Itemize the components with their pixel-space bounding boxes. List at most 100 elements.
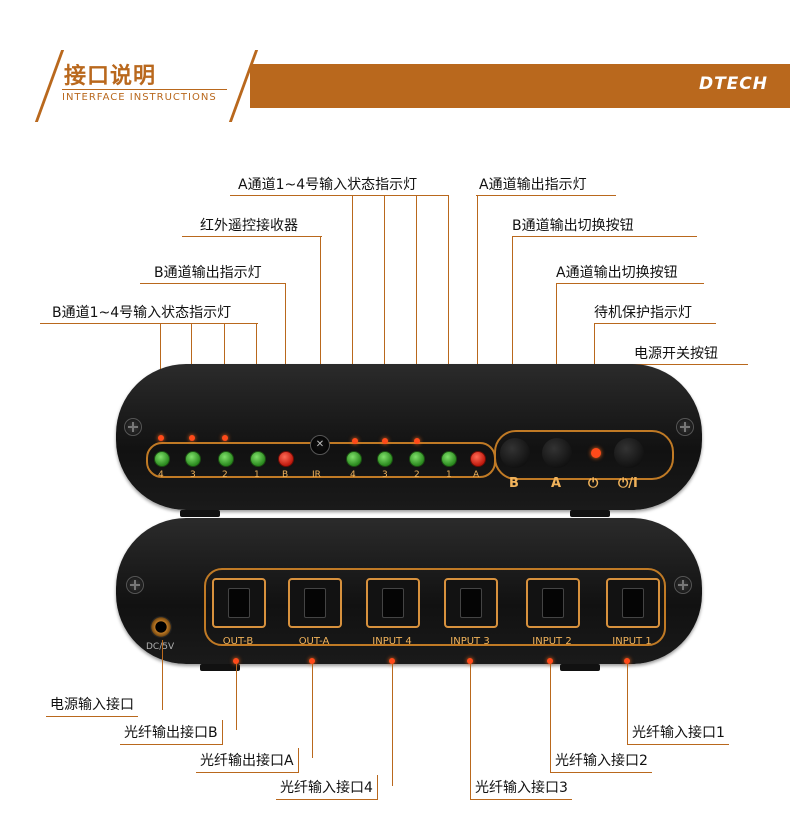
rear-panel: DC/5V OUT-B OUT-A INPUT 4 INPUT 3 INPUT …	[116, 518, 702, 664]
led-a-output	[470, 451, 486, 467]
rear-foot-left	[200, 664, 240, 671]
led-a-input-3	[377, 451, 393, 467]
callout-dot	[467, 658, 473, 664]
leader-a-switch-v	[556, 283, 557, 436]
power-button[interactable]	[614, 438, 644, 468]
label-a-output-led: A通道输出指示灯	[479, 177, 587, 193]
leader-a-led1	[448, 195, 449, 440]
port-label: OUT-B	[222, 636, 254, 647]
label-out-a: 光纤输出接口A	[196, 748, 299, 773]
led-b-input-4	[154, 451, 170, 467]
b-button-label: B	[509, 476, 519, 491]
led-label: 3	[382, 470, 388, 480]
leader-a-led4	[352, 195, 353, 440]
front-foot-left	[180, 510, 220, 517]
front-foot-right	[570, 510, 610, 517]
led-label: 4	[350, 470, 356, 480]
screw-icon	[126, 576, 144, 594]
leader-a-input-leds	[230, 195, 448, 196]
leader-a-output	[476, 195, 616, 196]
led-label: IR	[312, 470, 321, 480]
label-input3: 光纤输入接口3	[470, 775, 572, 800]
ir-receiver-icon: ✕	[310, 435, 330, 455]
label-power-button: 电源开关按钮	[634, 346, 718, 362]
leader-b-switch	[512, 236, 697, 237]
a-switch-button[interactable]	[542, 438, 572, 468]
led-label: 2	[414, 470, 420, 480]
status-dot	[158, 435, 164, 441]
led-label: 3	[190, 470, 196, 480]
led-label: 1	[254, 470, 260, 480]
brand-logo: DTECH	[698, 74, 768, 94]
leader-input2	[550, 664, 551, 758]
led-a-input-2	[409, 451, 425, 467]
page-subtitle: INTERFACE INSTRUCTIONS	[62, 89, 227, 103]
led-b-output	[278, 451, 294, 467]
port-out-b[interactable]	[212, 578, 266, 628]
status-dot	[222, 435, 228, 441]
leader-ir	[182, 236, 322, 237]
label-input4: 光纤输入接口4	[276, 775, 378, 800]
led-label: B	[282, 470, 289, 480]
dc-input-jack[interactable]	[150, 616, 172, 638]
label-out-b: 光纤输出接口B	[120, 720, 223, 745]
port-strip	[204, 568, 666, 646]
screw-icon	[676, 418, 694, 436]
rear-foot-right	[560, 664, 600, 671]
callout-dot	[309, 658, 315, 664]
led-b-input-2	[218, 451, 234, 467]
port-input-4[interactable]	[366, 578, 420, 628]
led-a-input-4	[346, 451, 362, 467]
leader-input3	[470, 664, 471, 794]
screw-icon	[124, 418, 142, 436]
leader-b-input-leds	[40, 323, 258, 324]
dc-label: DC/5V	[146, 642, 175, 652]
port-out-a[interactable]	[288, 578, 342, 628]
button-strip	[494, 430, 674, 480]
leader-input1	[627, 664, 628, 730]
label-b-switch-button: B通道输出切换按钮	[512, 218, 634, 234]
leader-input4	[392, 664, 393, 786]
power-icon: ⏻/I	[618, 476, 638, 491]
port-label: INPUT 3	[450, 636, 490, 647]
led-a-input-1	[441, 451, 457, 467]
status-dot	[382, 438, 388, 444]
led-label: A	[473, 470, 480, 480]
leader-power-input	[162, 640, 163, 710]
a-button-label: A	[551, 476, 562, 491]
leader-a-led3	[384, 195, 385, 440]
label-a-input-leds: A通道1~4号输入状态指示灯	[238, 177, 418, 193]
leader-a-switch	[556, 283, 704, 284]
leader-a-output-v	[477, 195, 478, 440]
leader-out-a	[312, 664, 313, 758]
callout-dot	[547, 658, 553, 664]
port-input-1[interactable]	[606, 578, 660, 628]
leader-b-switch-v	[512, 236, 513, 436]
led-b-input-3	[185, 451, 201, 467]
port-input-3[interactable]	[444, 578, 498, 628]
leader-standby	[594, 323, 716, 324]
leader-ir-v	[320, 236, 321, 436]
label-b-output-led: B通道输出指示灯	[154, 265, 262, 281]
leader-out-b	[236, 664, 237, 730]
port-label: OUT-A	[298, 636, 330, 647]
led-label: 2	[222, 470, 228, 480]
status-dot	[414, 438, 420, 444]
leader-b-output	[140, 283, 286, 284]
page-title: 接口说明	[64, 64, 157, 89]
label-input1: 光纤输入接口1	[627, 720, 729, 745]
port-input-2[interactable]	[526, 578, 580, 628]
leader-power	[632, 364, 748, 365]
led-b-input-1	[250, 451, 266, 467]
label-a-switch-button: A通道输出切换按钮	[556, 265, 678, 281]
label-b-input-leds: B通道1~4号输入状态指示灯	[52, 305, 232, 321]
port-label: INPUT 1	[612, 636, 652, 647]
status-dot	[189, 435, 195, 441]
standby-led	[591, 448, 601, 458]
b-switch-button[interactable]	[500, 438, 530, 468]
label-power-input: 电源输入接口	[46, 692, 138, 717]
label-input2: 光纤输入接口2	[550, 748, 652, 773]
port-label: INPUT 4	[372, 636, 412, 647]
standby-icon: ⏻	[588, 476, 599, 491]
status-dot	[352, 438, 358, 444]
